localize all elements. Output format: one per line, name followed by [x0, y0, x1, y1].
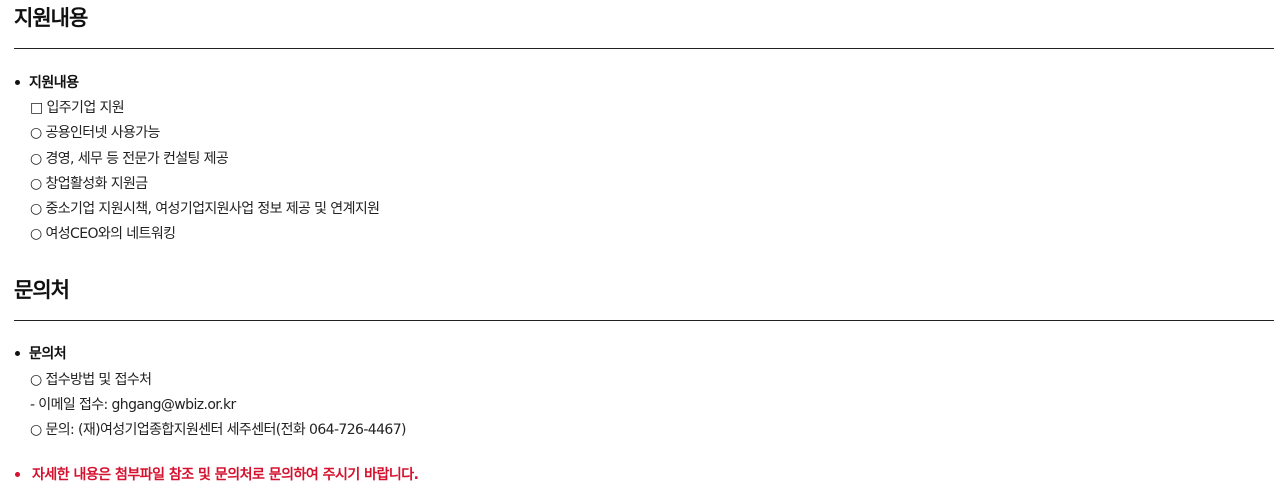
support-line: ○ 공용인터넷 사용가능: [30, 125, 160, 141]
support-line: ○ 창업활성화 지원금: [30, 176, 148, 192]
support-bullet-label: 지원내용: [29, 75, 79, 91]
contact-line: ○ 접수방법 및 접수처: [30, 372, 152, 388]
bullet-dot-icon: [15, 79, 20, 85]
bullet-dot-icon: [15, 471, 20, 477]
contact-phone-line: ○ 문의: (재)여성기업종합지원센터 세주센터(전화 064-726-4467…: [30, 422, 406, 438]
contact-section-title: 문의처: [14, 278, 70, 302]
support-section: 지원내용 지원내용 □ 입주기업 지원 ○ 공용인터넷 사용가능 ○ 경영, 세…: [14, 3, 1274, 253]
support-line: ○ 경영, 세무 등 전문가 컨설팅 제공: [30, 151, 229, 167]
support-bullet-heading: 지원내용: [14, 73, 79, 93]
contact-bullet-heading: 문의처: [14, 344, 67, 364]
support-divider: [14, 48, 1274, 49]
contact-divider: [14, 320, 1274, 321]
contact-section: 문의처 문의처 ○ 접수방법 및 접수처 - 이메일 접수: ghgang@wb…: [14, 275, 1274, 445]
support-section-title: 지원내용: [14, 6, 88, 30]
notice-label: 자세한 내용은 첨부파일 참조 및 문의처로 문의하여 주시기 바랍니다.: [32, 467, 419, 483]
contact-bullet-label: 문의처: [29, 346, 67, 362]
contact-email-line: - 이메일 접수: ghgang@wbiz.or.kr: [30, 397, 236, 413]
support-line: □ 입주기업 지원: [30, 100, 125, 116]
support-line: ○ 여성CEO와의 네트워킹: [30, 226, 176, 242]
bullet-dot-icon: [15, 350, 20, 356]
support-line: ○ 중소기업 지원시책, 여성기업지원사업 정보 제공 및 연계지원: [30, 201, 380, 217]
notice-text: 자세한 내용은 첨부파일 참조 및 문의처로 문의하여 주시기 바랍니다.: [14, 464, 419, 486]
